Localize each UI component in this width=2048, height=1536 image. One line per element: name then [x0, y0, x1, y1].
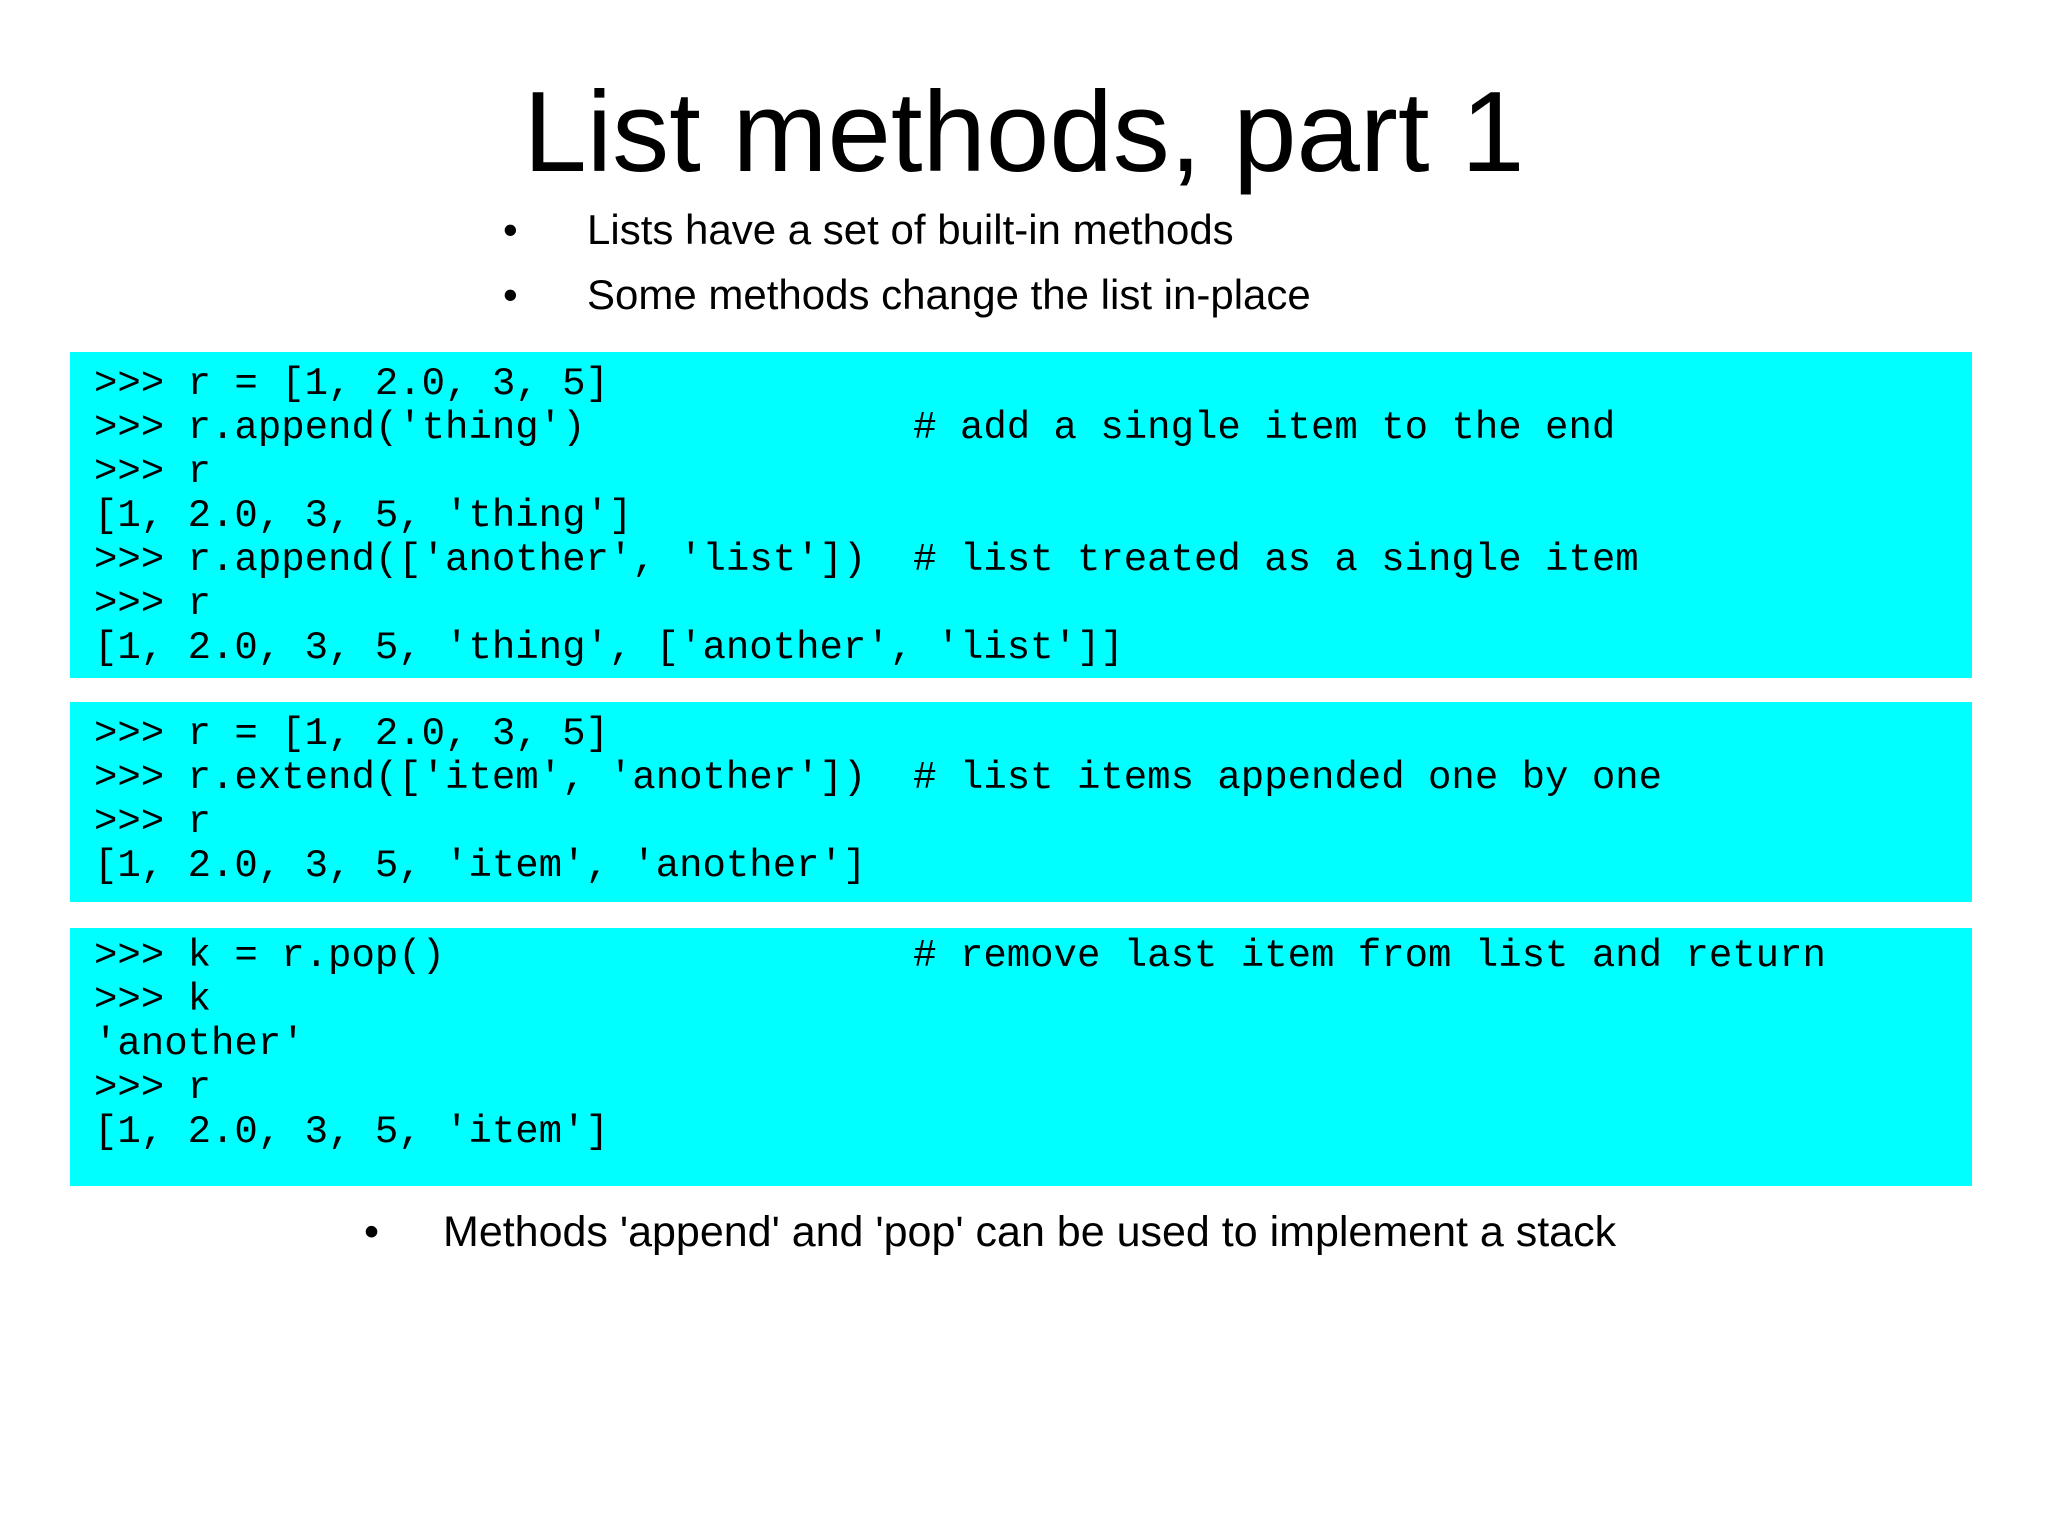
- code-text-extend-example: >>> r = [1, 2.0, 3, 5] >>> r.extend(['it…: [94, 712, 1663, 888]
- bullet-icon: •: [503, 271, 518, 318]
- bullet-text: Methods 'append' and 'pop' can be used t…: [443, 1208, 1617, 1256]
- bullet-text: Lists have a set of built-in methods: [587, 206, 1234, 253]
- code-text-append-example: >>> r = [1, 2.0, 3, 5] >>> r.append('thi…: [94, 362, 1639, 670]
- bullet-icon: •: [503, 206, 518, 253]
- bullet-item-builtin-methods: • Lists have a set of built-in methods: [503, 206, 1234, 253]
- code-text-pop-example: >>> k = r.pop() # remove last item from …: [94, 934, 1826, 1154]
- bullet-icon: •: [364, 1208, 380, 1256]
- code-block-pop-example: >>> k = r.pop() # remove last item from …: [70, 928, 1972, 1186]
- bullet-text: Some methods change the list in-place: [587, 271, 1311, 318]
- bullet-item-stack-note: • Methods 'append' and 'pop' can be used…: [364, 1208, 1617, 1256]
- code-block-extend-example: >>> r = [1, 2.0, 3, 5] >>> r.extend(['it…: [70, 702, 1972, 902]
- bullet-item-in-place: • Some methods change the list in-place: [503, 271, 1311, 318]
- code-block-append-example: >>> r = [1, 2.0, 3, 5] >>> r.append('thi…: [70, 352, 1972, 678]
- page-title: List methods, part 1: [523, 69, 1525, 196]
